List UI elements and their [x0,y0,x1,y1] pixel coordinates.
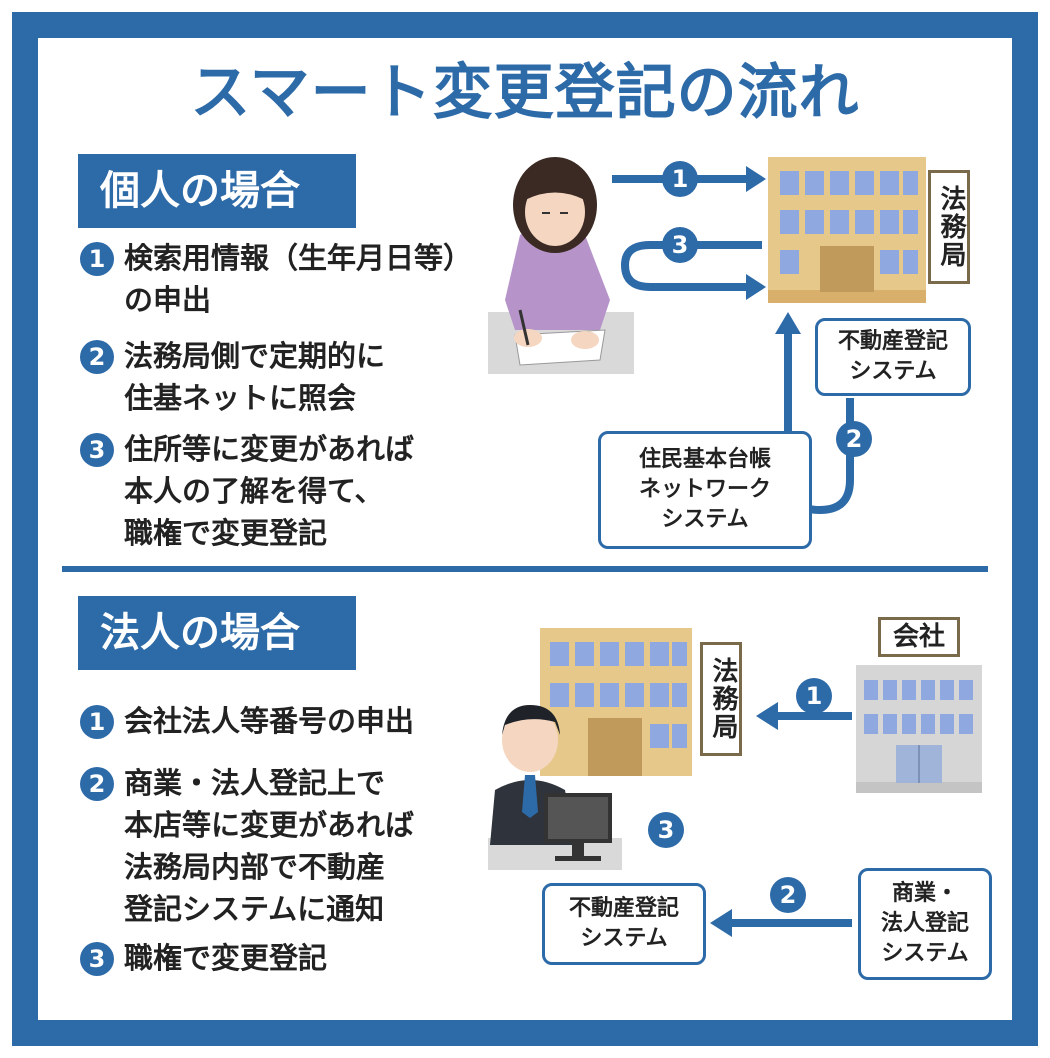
arrow-number-1: 1 [662,161,698,197]
step-text: 法務局側で定期的に 住基ネットに照会 [124,339,386,415]
step-number: 3 [80,433,114,467]
registry-system-box-corporate: 不動産登記 システム [542,883,706,965]
step-number: 1 [80,705,114,739]
section-label-corporate: 法人の場合 [78,596,356,670]
step-number: 3 [80,942,114,976]
step-text: 職権で変更登記 [124,941,328,975]
company-building-icon [856,665,982,793]
company-sign: 会社 [878,617,960,657]
man-at-computer-icon [488,705,622,870]
step-number: 2 [80,340,114,374]
arrow-number-3: 3 [648,812,684,848]
section-label-individual: 個人の場合 [78,154,356,228]
office-building-icon [768,157,926,303]
registry-system-box-individual: 不動産登記 システム [815,318,971,396]
juki-network-system-box: 住民基本台帳 ネットワーク システム [598,431,812,549]
individual-step-3: 3 住所等に変更があれば 本人の了解を得て、 職権で変更登記 [80,428,414,554]
corporate-office-building-icon [540,628,692,776]
arrow-heads-corporate [710,702,778,937]
page-title: スマート変更登記の流れ [190,58,860,128]
corporate-step-1: 1 会社法人等番号の申出 [80,700,414,742]
flow-arrows-corporate [728,712,852,927]
step-text: 会社法人等番号の申出 [124,704,415,738]
arrow-number-2: 2 [836,421,872,457]
section-divider [62,566,988,572]
office-sign-corporate: 法務局 [700,642,742,756]
step-text: 商業・法人登記上で 本店等に変更があれば 法務局内部で不動産 登記システムに通知 [124,766,415,926]
arrow-number-1: 1 [796,678,832,714]
individual-step-2: 2 法務局側で定期的に 住基ネットに照会 [80,335,385,419]
arrow-number-2: 2 [770,877,806,913]
arrow-number-3: 3 [662,227,698,263]
step-number: 2 [80,767,114,801]
corporate-step-3: 3 職権で変更登記 [80,937,327,979]
arrow-heads-individual [746,166,801,334]
office-sign-individual: 法務局 [928,170,970,284]
woman-icon [488,157,634,374]
commercial-registry-system-box: 商業・ 法人登記 システム [858,868,992,980]
step-number: 1 [80,242,114,276]
corporate-step-2: 2 商業・法人登記上で 本店等に変更があれば 法務局内部で不動産 登記システムに… [80,762,414,930]
step-text: 検索用情報（生年月日等） の申出 [124,241,473,317]
individual-step-1: 1 検索用情報（生年月日等） の申出 [80,237,472,321]
step-text: 住所等に変更があれば 本人の了解を得て、 職権で変更登記 [124,432,415,550]
